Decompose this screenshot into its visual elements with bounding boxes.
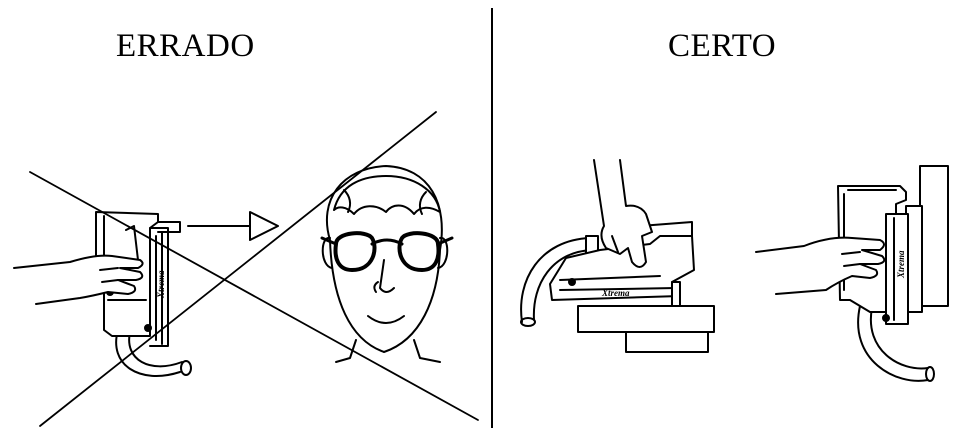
right-tool-vertical-illustration: Xtrema	[756, 166, 948, 381]
right-tool-brand-horizontal: Xtrema	[601, 288, 630, 298]
wrong-tool-illustration: Xtrema	[14, 212, 191, 376]
right-tool-horizontal-illustration: Xtrema	[521, 160, 714, 352]
person-with-safety-glasses	[322, 166, 452, 362]
wrong-tool-brand: Xtrema	[156, 270, 166, 299]
projectile-arrow	[188, 212, 278, 240]
right-tool-brand-vertical: Xtrema	[896, 250, 906, 279]
